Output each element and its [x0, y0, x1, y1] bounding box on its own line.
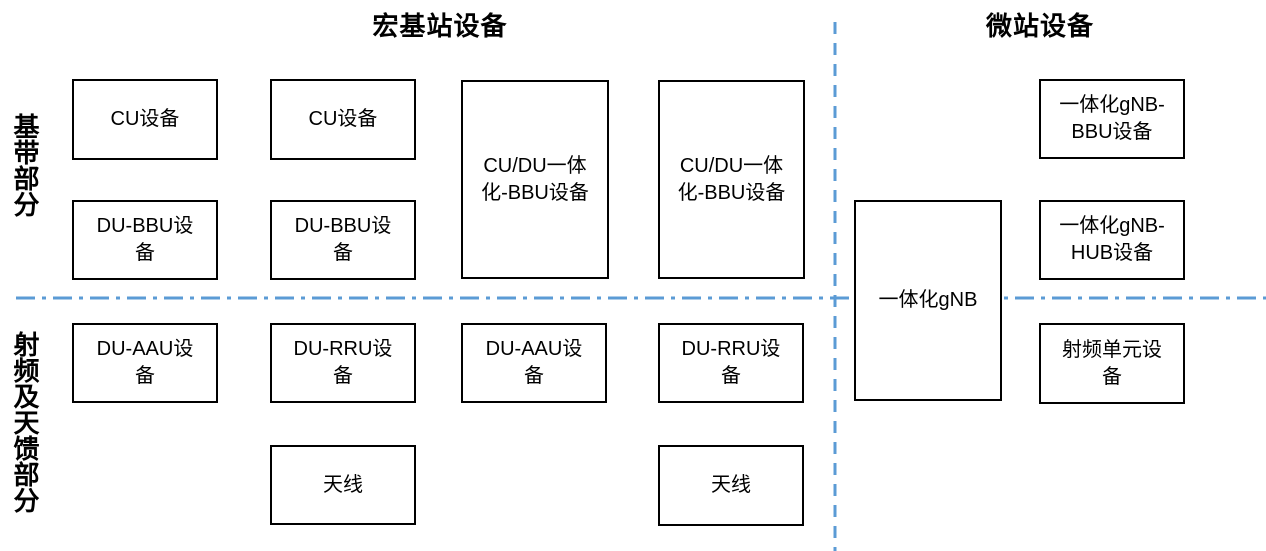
box-du-aau-device-2: DU-AAU设 备	[461, 323, 607, 403]
box-cu-device-1: CU设备	[72, 79, 218, 160]
micro-station-title: 微站设备	[985, 11, 1094, 41]
box-antenna-2: 天线	[658, 445, 804, 526]
box-du-bbu-device-2: DU-BBU设 备	[270, 200, 416, 280]
box-cudu-bbu-device-2: CU/DU一体 化-BBU设备	[658, 80, 805, 279]
box-du-rru-device-2: DU-RRU设 备	[658, 323, 804, 403]
rf-antenna-section-label: 射频及天馈部分	[10, 331, 40, 513]
box-du-bbu-device-1: DU-BBU设 备	[72, 200, 218, 280]
box-gnb-hub-device: 一体化gNB- HUB设备	[1039, 200, 1185, 280]
box-cudu-bbu-device-1: CU/DU一体 化-BBU设备	[461, 80, 609, 279]
box-cu-device-2: CU设备	[270, 79, 416, 160]
baseband-section-label: 基带部分	[10, 113, 40, 217]
macro-station-title: 宏基站设备	[372, 11, 508, 41]
box-rf-unit-device: 射频单元设 备	[1039, 323, 1185, 404]
box-antenna-1: 天线	[270, 445, 416, 525]
box-integrated-gnb: 一体化gNB	[854, 200, 1002, 401]
box-gnb-bbu-device: 一体化gNB- BBU设备	[1039, 79, 1185, 159]
box-du-rru-device-1: DU-RRU设 备	[270, 323, 416, 403]
box-du-aau-device-1: DU-AAU设 备	[72, 323, 218, 403]
